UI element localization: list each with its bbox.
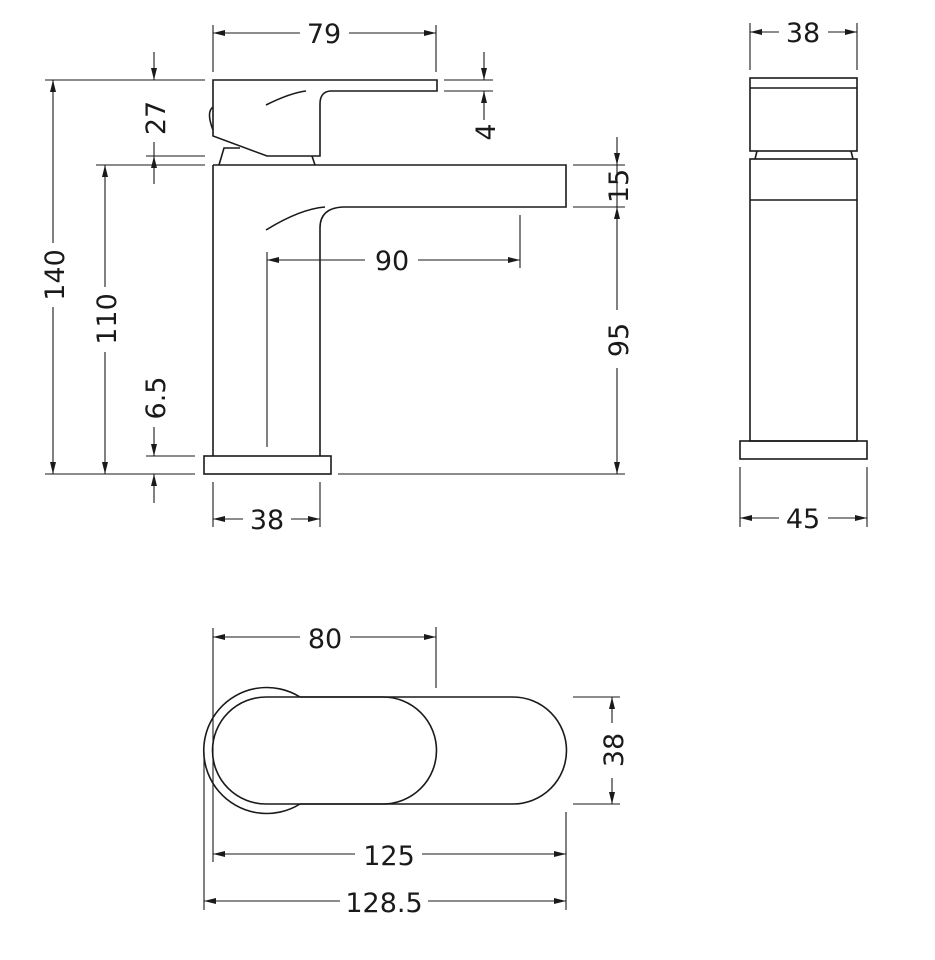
front-view: 38 45 — [739, 18, 868, 535]
dim-label-95: 95 — [604, 323, 635, 357]
dim-label-45: 45 — [786, 504, 820, 535]
dim-lever-height: 27 — [45, 52, 205, 184]
dim-body-height: 110 — [92, 164, 205, 474]
dim-side-base-width: 38 — [212, 482, 321, 536]
dim-label-15: 15 — [604, 169, 635, 203]
lever-outline — [208, 79, 438, 166]
body-spout-outline — [203, 164, 567, 475]
dim-top-lever-length: 80 — [212, 624, 437, 862]
dim-front-body-width: 38 — [749, 18, 858, 70]
top-view: 80 38 125 128.5 — [203, 624, 630, 919]
dim-label-38-top: 38 — [599, 733, 630, 767]
dim-label-38-front: 38 — [786, 18, 820, 49]
dim-label-90: 90 — [375, 246, 409, 277]
dim-top-body-length: 125 — [213, 812, 567, 910]
dim-lever-length: 79 — [212, 19, 437, 72]
dim-label-38-side: 38 — [250, 505, 284, 536]
dim-label-140: 140 — [40, 249, 71, 301]
dim-label-110: 110 — [92, 293, 123, 345]
dim-total-height: 140 — [40, 80, 195, 475]
dim-label-128-5: 128.5 — [345, 888, 422, 919]
dim-label-27: 27 — [141, 101, 172, 135]
dim-front-base-width: 45 — [739, 467, 868, 535]
dim-label-4: 4 — [471, 123, 502, 140]
dim-top-overall-length: 128.5 — [203, 752, 566, 919]
dim-base-height: 6.5 — [141, 377, 195, 503]
dim-lever-thickness: 4 — [444, 52, 502, 141]
dim-label-79: 79 — [307, 19, 341, 50]
dim-label-6-5: 6.5 — [141, 377, 172, 420]
dim-outlet-height: 95 — [338, 207, 635, 475]
dim-top-body-width: 38 — [573, 696, 630, 805]
dim-label-125: 125 — [363, 841, 415, 872]
side-view: 79 27 4 140 — [40, 19, 635, 536]
dim-label-80: 80 — [308, 624, 342, 655]
dim-spout-reach: 90 — [267, 215, 521, 277]
dim-spout-thickness: 15 — [573, 137, 635, 208]
